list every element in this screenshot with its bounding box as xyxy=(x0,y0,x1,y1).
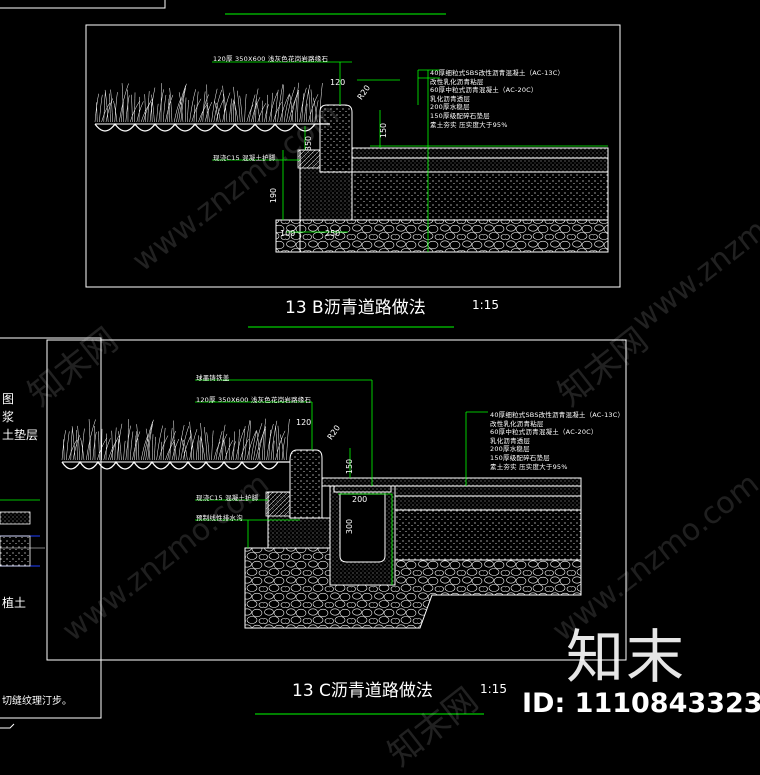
watermark-id: ID: 1110843323 xyxy=(522,688,760,719)
layer-13b-layer-5: 200厚水稳层 xyxy=(430,103,470,112)
dim-100-13b: 100 xyxy=(280,229,296,238)
cad-drawing xyxy=(0,0,627,729)
left-fragment-line-5: 切缝纹理汀步。 xyxy=(2,696,72,707)
layer-13b-layer-7: 素土夯实 压实度大于95% xyxy=(430,120,508,129)
layer-13b-layer-1: 40厚细粒式SBS改性沥青混凝土（AC-13C） xyxy=(430,69,565,77)
drawing-title-13c: 13 C沥青道路做法 xyxy=(292,681,433,701)
drawing-scale-13c: 1:15 xyxy=(480,682,507,696)
left-fragment-line-1: 图 xyxy=(2,392,15,406)
layer-13c-layer-2: 改性乳化沥青粘层 xyxy=(490,419,544,428)
layer-13c-layer-4: 乳化沥青透层 xyxy=(490,436,531,445)
layer-13c-layer-1: 40厚细粒式SBS改性沥青混凝土（AC-13C） xyxy=(490,411,625,419)
drawing-scale-13b: 1:15 xyxy=(472,298,499,312)
left-fragment-line-2: 浆 xyxy=(2,410,15,424)
watermark-brand: 知末 xyxy=(566,623,687,691)
grass-hatch xyxy=(94,82,323,123)
layer-13c-layer-7: 素土夯实 压实度大于95% xyxy=(490,462,568,471)
curb-label-13c: 120厚 350X600 浅灰色花岗岩路缘石 xyxy=(196,396,312,404)
dim-200-13c: 200 xyxy=(352,495,368,504)
dim-150-13c: 150 xyxy=(345,458,355,475)
left-fragment-line-3: 土垫层 xyxy=(2,428,39,442)
layer-13b-layer-3: 60厚中粒式沥青混凝土（AC-20C） xyxy=(430,86,538,95)
left-fragment-line-4: 植土 xyxy=(2,596,27,610)
drain-label-13c: 预制线性排水沟 xyxy=(196,514,243,522)
layer-13b-layer-2: 改性乳化沥青粘层 xyxy=(430,77,484,86)
layer-13c-layer-6: 150厚级配碎石垫层 xyxy=(490,454,550,462)
dim-250-13b: 250 xyxy=(325,229,341,238)
layer-13b-layer-4: 乳化沥青透层 xyxy=(430,94,471,103)
layer-13c-layer-3: 60厚中粒式沥青混凝土（AC-20C） xyxy=(490,428,598,437)
dim-150-13b: 150 xyxy=(379,122,389,139)
dim-190-13b: 190 xyxy=(269,187,279,204)
dim-300-13c: 300 xyxy=(345,518,355,535)
base-label-13b: 现浇C15 混凝土护脚 xyxy=(213,154,276,162)
dim-120-13c: 120 xyxy=(296,418,312,427)
grate-label-13c: 球墨铸铁盖 xyxy=(196,374,230,382)
layer-13c-layer-5: 200厚水稳层 xyxy=(490,445,530,454)
curb-label-13b: 120厚 350X600 浅灰色花岗岩路缘石 xyxy=(213,55,329,63)
base-label-13c: 现浇C15 混凝土护脚 xyxy=(196,494,259,502)
drawing-title-13b: 13 B沥青道路做法 xyxy=(285,298,426,318)
dim-120-13b: 120 xyxy=(330,78,346,87)
grass-hatch-13c xyxy=(61,418,290,461)
layer-13b-layer-6: 150厚级配碎石垫层 xyxy=(430,112,490,120)
